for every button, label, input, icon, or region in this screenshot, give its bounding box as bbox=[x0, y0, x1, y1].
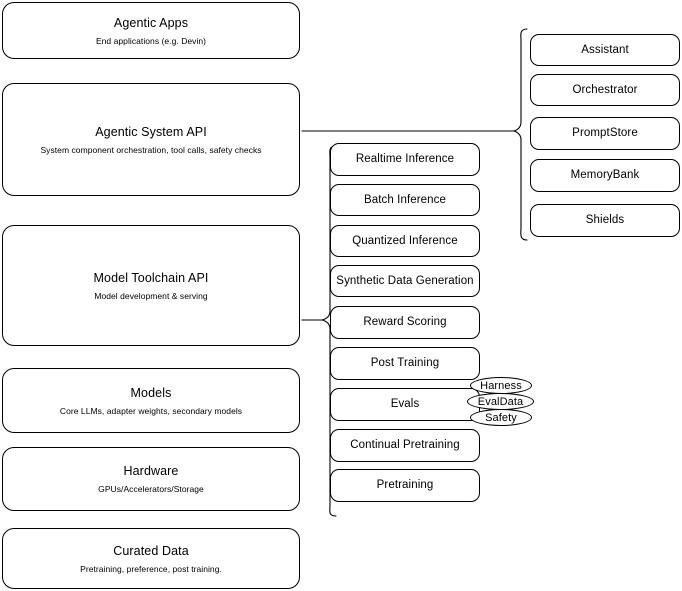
eval-tag-label: Harness bbox=[480, 379, 522, 392]
eval-tag-label: Safety bbox=[485, 411, 517, 424]
toolchain-item-label: Pretraining bbox=[376, 479, 434, 492]
toolchain-item-synthetic-data-generation[interactable]: Synthetic Data Generation bbox=[330, 265, 480, 297]
layer-title: Agentic Apps bbox=[113, 15, 189, 30]
agentic-item-promptstore[interactable]: PromptStore bbox=[530, 117, 680, 150]
layer-subtitle: Pretraining, preference, post training. bbox=[80, 563, 222, 574]
layer-card-agentic-apps[interactable]: Agentic Apps End applications (e.g. Devi… bbox=[2, 2, 300, 59]
layer-title: Models bbox=[130, 385, 172, 400]
eval-tag-label: EvalData bbox=[477, 395, 524, 408]
agentic-item-label: PromptStore bbox=[572, 127, 638, 140]
eval-tag-harness[interactable]: Harness bbox=[470, 377, 532, 394]
toolchain-item-pretraining[interactable]: Pretraining bbox=[330, 469, 480, 502]
eval-tag-safety[interactable]: Safety bbox=[470, 409, 532, 426]
toolchain-item-realtime-inference[interactable]: Realtime Inference bbox=[330, 143, 480, 176]
agentic-item-label: Shields bbox=[585, 214, 625, 227]
eval-tag-evaldata[interactable]: EvalData bbox=[467, 393, 534, 410]
layer-subtitle: Model development & serving bbox=[94, 290, 208, 301]
layer-card-hardware[interactable]: Hardware GPUs/Accelerators/Storage bbox=[2, 447, 300, 511]
toolchain-item-evals[interactable]: Evals bbox=[330, 388, 480, 421]
toolchain-item-label: Continual Pretraining bbox=[350, 439, 460, 452]
layer-subtitle: Core LLMs, adapter weights, secondary mo… bbox=[59, 405, 243, 416]
agentic-item-assistant[interactable]: Assistant bbox=[530, 34, 680, 66]
toolchain-item-post-training[interactable]: Post Training bbox=[330, 347, 480, 380]
layer-card-models[interactable]: Models Core LLMs, adapter weights, secon… bbox=[2, 368, 300, 433]
agentic-item-label: Orchestrator bbox=[572, 83, 638, 96]
toolchain-item-label: Post Training bbox=[370, 357, 440, 370]
layer-title: Agentic System API bbox=[95, 124, 207, 139]
layer-subtitle: System component orchestration, tool cal… bbox=[40, 144, 262, 155]
layer-subtitle: GPUs/Accelerators/Storage bbox=[98, 484, 204, 495]
toolchain-item-label: Realtime Inference bbox=[355, 153, 455, 166]
toolchain-item-label: Batch Inference bbox=[363, 193, 447, 206]
agentic-item-memorybank[interactable]: MemoryBank bbox=[530, 159, 680, 192]
toolchain-item-label: Synthetic Data Generation bbox=[336, 274, 474, 287]
agentic-item-orchestrator[interactable]: Orchestrator bbox=[530, 74, 680, 106]
toolchain-item-reward-scoring[interactable]: Reward Scoring bbox=[330, 306, 480, 339]
agentic-item-label: Assistant bbox=[581, 43, 629, 56]
toolchain-item-continual-pretraining[interactable]: Continual Pretraining bbox=[330, 429, 480, 462]
toolchain-item-label: Reward Scoring bbox=[363, 316, 447, 329]
layer-title: Hardware bbox=[123, 464, 179, 479]
layer-card-model-toolchain-api[interactable]: Model Toolchain API Model development & … bbox=[2, 225, 300, 346]
toolchain-item-label: Evals bbox=[390, 398, 420, 411]
toolchain-item-label: Quantized Inference bbox=[352, 234, 458, 247]
layer-title: Curated Data bbox=[113, 543, 189, 558]
toolchain-item-batch-inference[interactable]: Batch Inference bbox=[330, 184, 480, 216]
layer-subtitle: End applications (e.g. Devin) bbox=[95, 35, 207, 46]
brace-agentic-components bbox=[513, 28, 528, 241]
agentic-item-label: MemoryBank bbox=[570, 169, 640, 182]
layer-card-curated-data[interactable]: Curated Data Pretraining, preference, po… bbox=[2, 528, 300, 589]
layer-card-agentic-system-api[interactable]: Agentic System API System component orch… bbox=[2, 83, 300, 196]
layer-title: Model Toolchain API bbox=[93, 270, 209, 285]
agentic-item-shields[interactable]: Shields bbox=[530, 204, 680, 237]
toolchain-item-quantized-inference[interactable]: Quantized Inference bbox=[330, 225, 480, 257]
